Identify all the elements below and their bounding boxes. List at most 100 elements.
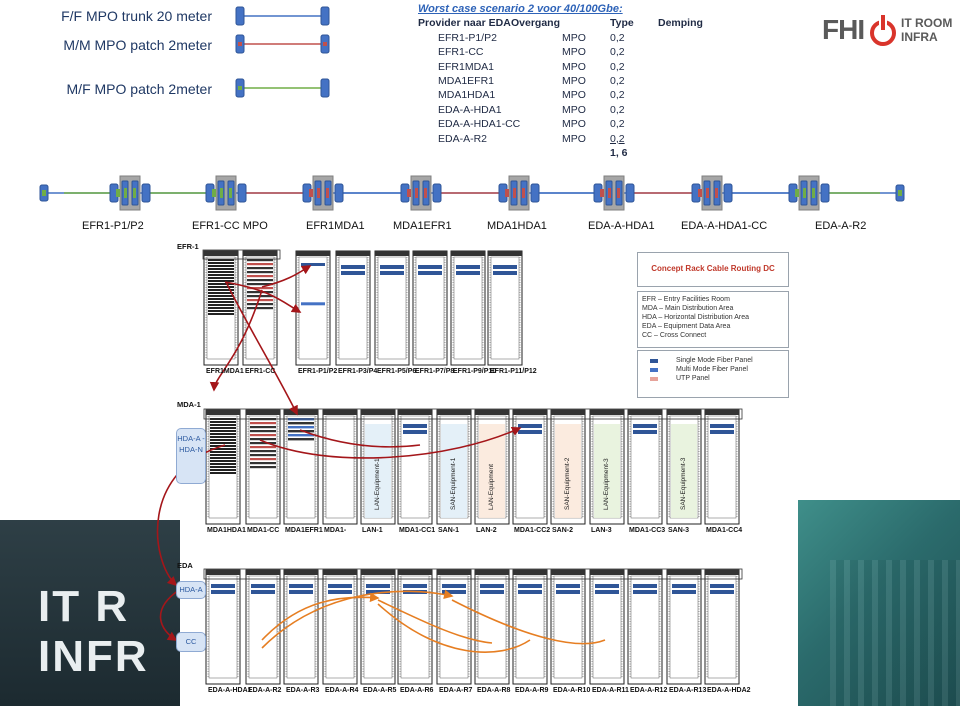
equipment-rack-tint: [594, 424, 620, 518]
rack-label: SAN-3: [668, 527, 690, 534]
table-cell-type: MPO: [562, 60, 586, 73]
rack: [474, 569, 510, 685]
rack-label: MDA1EFR1: [285, 527, 323, 534]
eda-side-tag-hda: HDA-A: [176, 581, 206, 599]
legend-cable-swatches: [235, 6, 330, 98]
rack: [374, 250, 410, 366]
rack-label: EDA-A-R9: [515, 687, 549, 694]
legend-swatch-mf-patch: [235, 78, 330, 98]
rack-label: MDA1-: [324, 527, 347, 534]
logo-line2: INFRA: [901, 30, 938, 44]
rack: [512, 409, 548, 525]
table-cell-type: MPO: [562, 103, 586, 116]
mda-row-frame: [203, 408, 743, 420]
concept-title-box: Concept Rack Cable Routing DC: [637, 252, 789, 287]
rack-label: LAN-1: [362, 527, 383, 534]
rack: [283, 569, 319, 685]
table-cell-value: 0,2: [610, 132, 625, 145]
rack-label: EDA-A-R12: [630, 687, 668, 694]
route-arrow-r7-r11: [451, 599, 606, 645]
table-cell-type: MPO: [562, 118, 586, 131]
panel-legend-item: Single Mode Fiber Panel: [638, 357, 788, 366]
table-cell-type: MPO: [562, 31, 586, 44]
rack-label: MDA1-CC3: [629, 527, 666, 534]
logo-line1: IT ROOM: [901, 16, 953, 30]
rack: [322, 569, 358, 685]
power-icon: [870, 14, 896, 46]
table-cell-name: MDA1HDA1: [438, 89, 496, 102]
eda-side-tag-cc: CC: [176, 632, 206, 652]
table-cell-name: EFR1MDA1: [438, 60, 495, 73]
logo-brand: FHI: [822, 14, 865, 45]
chain-hop-label: EDA-A-HDA1: [588, 220, 655, 232]
table-cell-type: MPO: [562, 132, 586, 145]
table-cell-type: MPO: [562, 74, 586, 87]
rack: [512, 569, 548, 685]
rack-label: EDA-A-R10: [553, 687, 591, 694]
equipment-rack-tint: [671, 424, 697, 518]
table-cell-value: 0,2: [610, 31, 625, 44]
table-cell-name: EFR1-CC: [438, 46, 484, 59]
efr-row-frame: [202, 249, 281, 260]
rack: [666, 569, 702, 685]
panel-color-swatch: [650, 368, 658, 372]
rack-label: EDA-A-R7: [439, 687, 473, 694]
table-header-provider: Provider naar EDA: [418, 17, 511, 30]
eda-section-label: EDA: [177, 561, 193, 570]
route-arrow-cc-r5: [261, 592, 380, 641]
legend-label-ff-trunk: F/F MPO trunk 20 meter: [61, 8, 212, 24]
route-arrow-cc-r7: [261, 589, 454, 649]
equipment-rack-name: LAN-Equipment-1: [374, 458, 381, 510]
rack: [205, 569, 241, 685]
rack-label: MDA1HDA1: [207, 527, 246, 534]
rack: [295, 250, 331, 366]
company-logo: FHI IT ROOM INFRA: [822, 12, 952, 52]
rack-label: MDA1-CC2: [514, 527, 551, 534]
table-header-type: Type: [610, 17, 634, 30]
rack: [627, 409, 663, 525]
rack: [412, 250, 448, 366]
panel-legend-label: Multi Mode Fiber Panel: [676, 366, 748, 373]
rack: [589, 569, 625, 685]
chain-coupler: [205, 175, 247, 211]
chain-hop-label: MDA1EFR1: [393, 220, 452, 232]
chain-coupler: [593, 175, 635, 211]
connection-chain: [39, 175, 905, 211]
rack-label: EDA-A-R8: [477, 687, 511, 694]
rack-label: LAN-3: [591, 527, 612, 534]
legend-label-mf-patch: M/F MPO patch 2meter: [66, 81, 212, 97]
rack: [627, 569, 663, 685]
efr-section-label: EFR-1: [177, 242, 199, 251]
legend-label-mm-patch: M/M MPO patch 2meter: [63, 37, 212, 53]
rack: [397, 409, 433, 525]
rack-label: EDA-A-R2: [248, 687, 282, 694]
rack: [704, 569, 740, 685]
table-title: Worst case scenario 2 voor 40/100Gbe:: [418, 3, 623, 15]
route-arrow-hda-cc: [159, 589, 180, 641]
table-cell-name: MDA1EFR1: [438, 74, 495, 87]
rack-label: EFR1-P7/P8: [415, 368, 455, 375]
rack-label: EFR1-P1/P2: [298, 368, 338, 375]
chain-coupler: [400, 175, 442, 211]
table-cell-name: EFR1-P1/P2: [438, 31, 497, 44]
rack: [283, 409, 319, 525]
table-cell-value: 0,2: [610, 103, 625, 116]
rack-label: EFR1-CC: [245, 368, 276, 375]
mda-side-tag: HDA-A - HDA-N: [176, 428, 206, 484]
route-arrow-r5-r8: [377, 599, 493, 644]
rack: [397, 569, 433, 685]
abbreviation-item: HDA – Horizontal Distribution Area: [642, 314, 749, 321]
chain-end-connector: [895, 184, 905, 202]
rack-label: MDA1-CC4: [706, 527, 743, 534]
table-cell-type: MPO: [562, 46, 586, 59]
rack: [335, 250, 371, 366]
equipment-rack-name: SAN-Equipment-2: [564, 457, 571, 510]
table-cell-name: EDA-A-HDA1-CC: [438, 118, 521, 131]
chain-coupler: [109, 175, 151, 211]
